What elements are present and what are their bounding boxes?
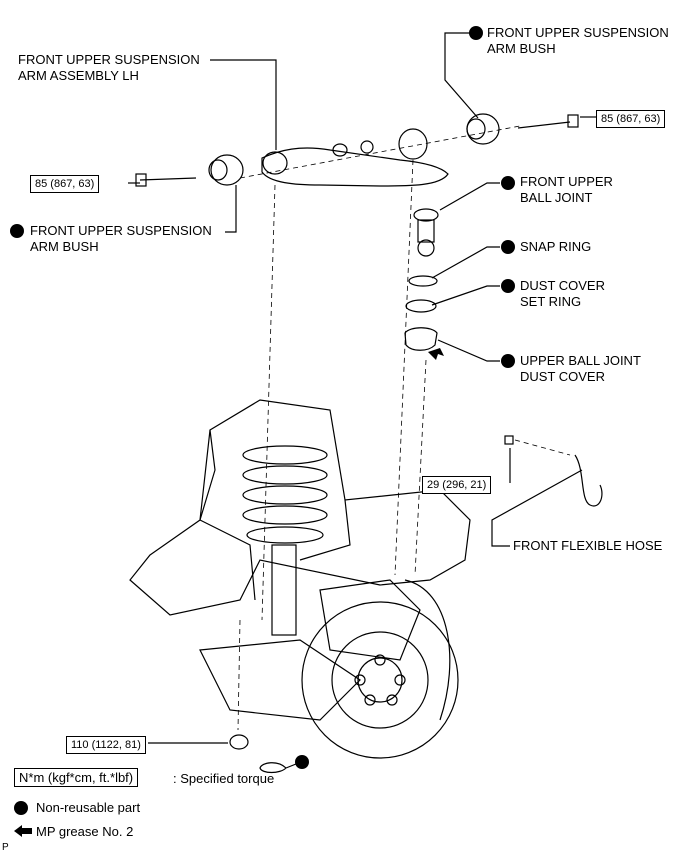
- flexible-hose-shape: [574, 454, 603, 507]
- label-snap-ring: SNAP RING: [520, 239, 592, 254]
- corner-mark: P: [2, 842, 9, 853]
- label-bush-left-line2: ARM BUSH: [30, 239, 99, 254]
- label-bush-left: FRONT UPPER SUSPENSION ARM BUSH: [30, 223, 212, 255]
- legend-non-reusable: Non-reusable part: [36, 800, 141, 815]
- leader-hose: [491, 469, 583, 547]
- leader-bush-left: [225, 185, 237, 233]
- torque-right-bolt: 85 (867, 63): [596, 110, 666, 128]
- non-reusable-icon: [501, 176, 515, 190]
- label-upper-ball-joint-dust-cover: UPPER BALL JOINT DUST COVER: [520, 353, 641, 385]
- label-bush-right: FRONT UPPER SUSPENSION ARM BUSH: [487, 25, 669, 57]
- leader-arm-assembly: [210, 59, 277, 150]
- cotter-pin-shape: [259, 762, 287, 774]
- non-reusable-icon: [469, 26, 483, 40]
- leader-dust-ring: [431, 285, 500, 306]
- non-reusable-icon: [501, 240, 515, 254]
- coil-spring-shape: [242, 445, 328, 544]
- label-bush-left-line1: FRONT UPPER SUSPENSION: [30, 223, 212, 238]
- leader-snap-ring: [431, 246, 500, 279]
- label-bush-right-line1: FRONT UPPER SUSPENSION: [487, 25, 669, 40]
- label-ball-joint-line2: BALL JOINT: [520, 190, 593, 205]
- label-arm-assembly: FRONT UPPER SUSPENSION ARM ASSEMBLY LH: [18, 52, 200, 84]
- label-flexible-hose: FRONT FLEXIBLE HOSE: [513, 538, 663, 553]
- grease-arrow: [428, 348, 444, 360]
- label-ball-joint-line1: FRONT UPPER: [520, 174, 613, 189]
- label-arm-assembly-line1: FRONT UPPER SUSPENSION: [18, 52, 200, 67]
- torque-hose-bolt: 29 (296, 21): [422, 476, 492, 494]
- grease-arrow-icon: [14, 825, 32, 837]
- non-reusable-icon: [501, 354, 515, 368]
- dust-cover-shape: [404, 327, 438, 351]
- torque-left-bolt: 85 (867, 63): [30, 175, 100, 193]
- label-dust-cover-line2: DUST COVER: [520, 369, 605, 384]
- non-reusable-icon: [10, 224, 24, 238]
- label-ball-joint: FRONT UPPER BALL JOINT: [520, 174, 613, 206]
- label-dust-ring-line2: SET RING: [520, 294, 582, 309]
- non-reusable-icon: [14, 801, 28, 815]
- leader-dust-cover: [437, 339, 500, 362]
- legend-torque-text: : Specified torque: [173, 771, 275, 786]
- right-bush-shape: [466, 113, 500, 145]
- non-reusable-icon: [501, 279, 515, 293]
- leader-bush-right: [444, 32, 479, 119]
- label-dust-ring-line1: DUST COVER: [520, 278, 605, 293]
- frame-shape: [129, 399, 471, 616]
- brake-rotor-shape: [301, 601, 459, 759]
- leader-ball-joint: [439, 182, 500, 211]
- snap-ring-shape: [408, 275, 438, 287]
- knuckle-shape: [319, 579, 421, 661]
- dust-ring-shape: [405, 299, 437, 313]
- legend-torque-unit: N*m (kgf*cm, ft.*lbf): [14, 768, 139, 787]
- non-reusable-icon: [295, 755, 309, 769]
- shock-absorber-shape: [271, 544, 297, 636]
- label-dust-cover-set-ring: DUST COVER SET RING: [520, 278, 605, 310]
- upper-arm-shape: [261, 147, 449, 187]
- label-dust-cover-line1: UPPER BALL JOINT: [520, 353, 641, 368]
- nut-shape: [229, 734, 249, 750]
- label-arm-assembly-line2: ARM ASSEMBLY LH: [18, 68, 139, 83]
- lower-arm-shape: [199, 639, 361, 721]
- torque-nut: 110 (1122, 81): [66, 736, 146, 754]
- label-bush-right-line2: ARM BUSH: [487, 41, 556, 56]
- ball-joint-shape: [413, 208, 439, 222]
- legend-grease: MP grease No. 2: [36, 824, 134, 839]
- left-bush-shape: [210, 154, 244, 186]
